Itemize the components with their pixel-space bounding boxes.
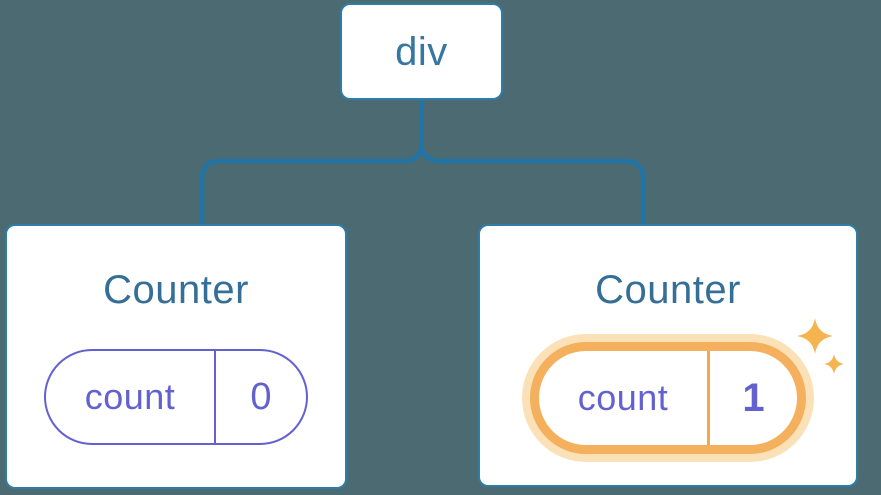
- component-title: Counter: [103, 268, 249, 312]
- state-key-label: count: [84, 376, 176, 417]
- state-key-label: count: [577, 377, 669, 418]
- connector-left-branch: [199, 100, 424, 225]
- state-pill: count 0: [44, 349, 308, 445]
- state-pill-highlighted: count 1: [530, 342, 806, 454]
- state-value-cell: 1: [710, 351, 797, 445]
- state-value-cell: 0: [216, 351, 306, 443]
- counter-node-right: Counter count 1: [478, 224, 858, 487]
- root-node-label: div: [395, 29, 448, 74]
- state-key-cell: count: [46, 351, 216, 443]
- counter-node-left: Counter count 0: [5, 224, 347, 489]
- state-value: 0: [250, 376, 272, 418]
- state-value-updated: 1: [742, 376, 765, 420]
- root-node-div: div: [340, 3, 503, 100]
- state-key-cell: count: [539, 351, 710, 445]
- component-title: Counter: [595, 268, 741, 312]
- connector-right-branch: [419, 100, 646, 225]
